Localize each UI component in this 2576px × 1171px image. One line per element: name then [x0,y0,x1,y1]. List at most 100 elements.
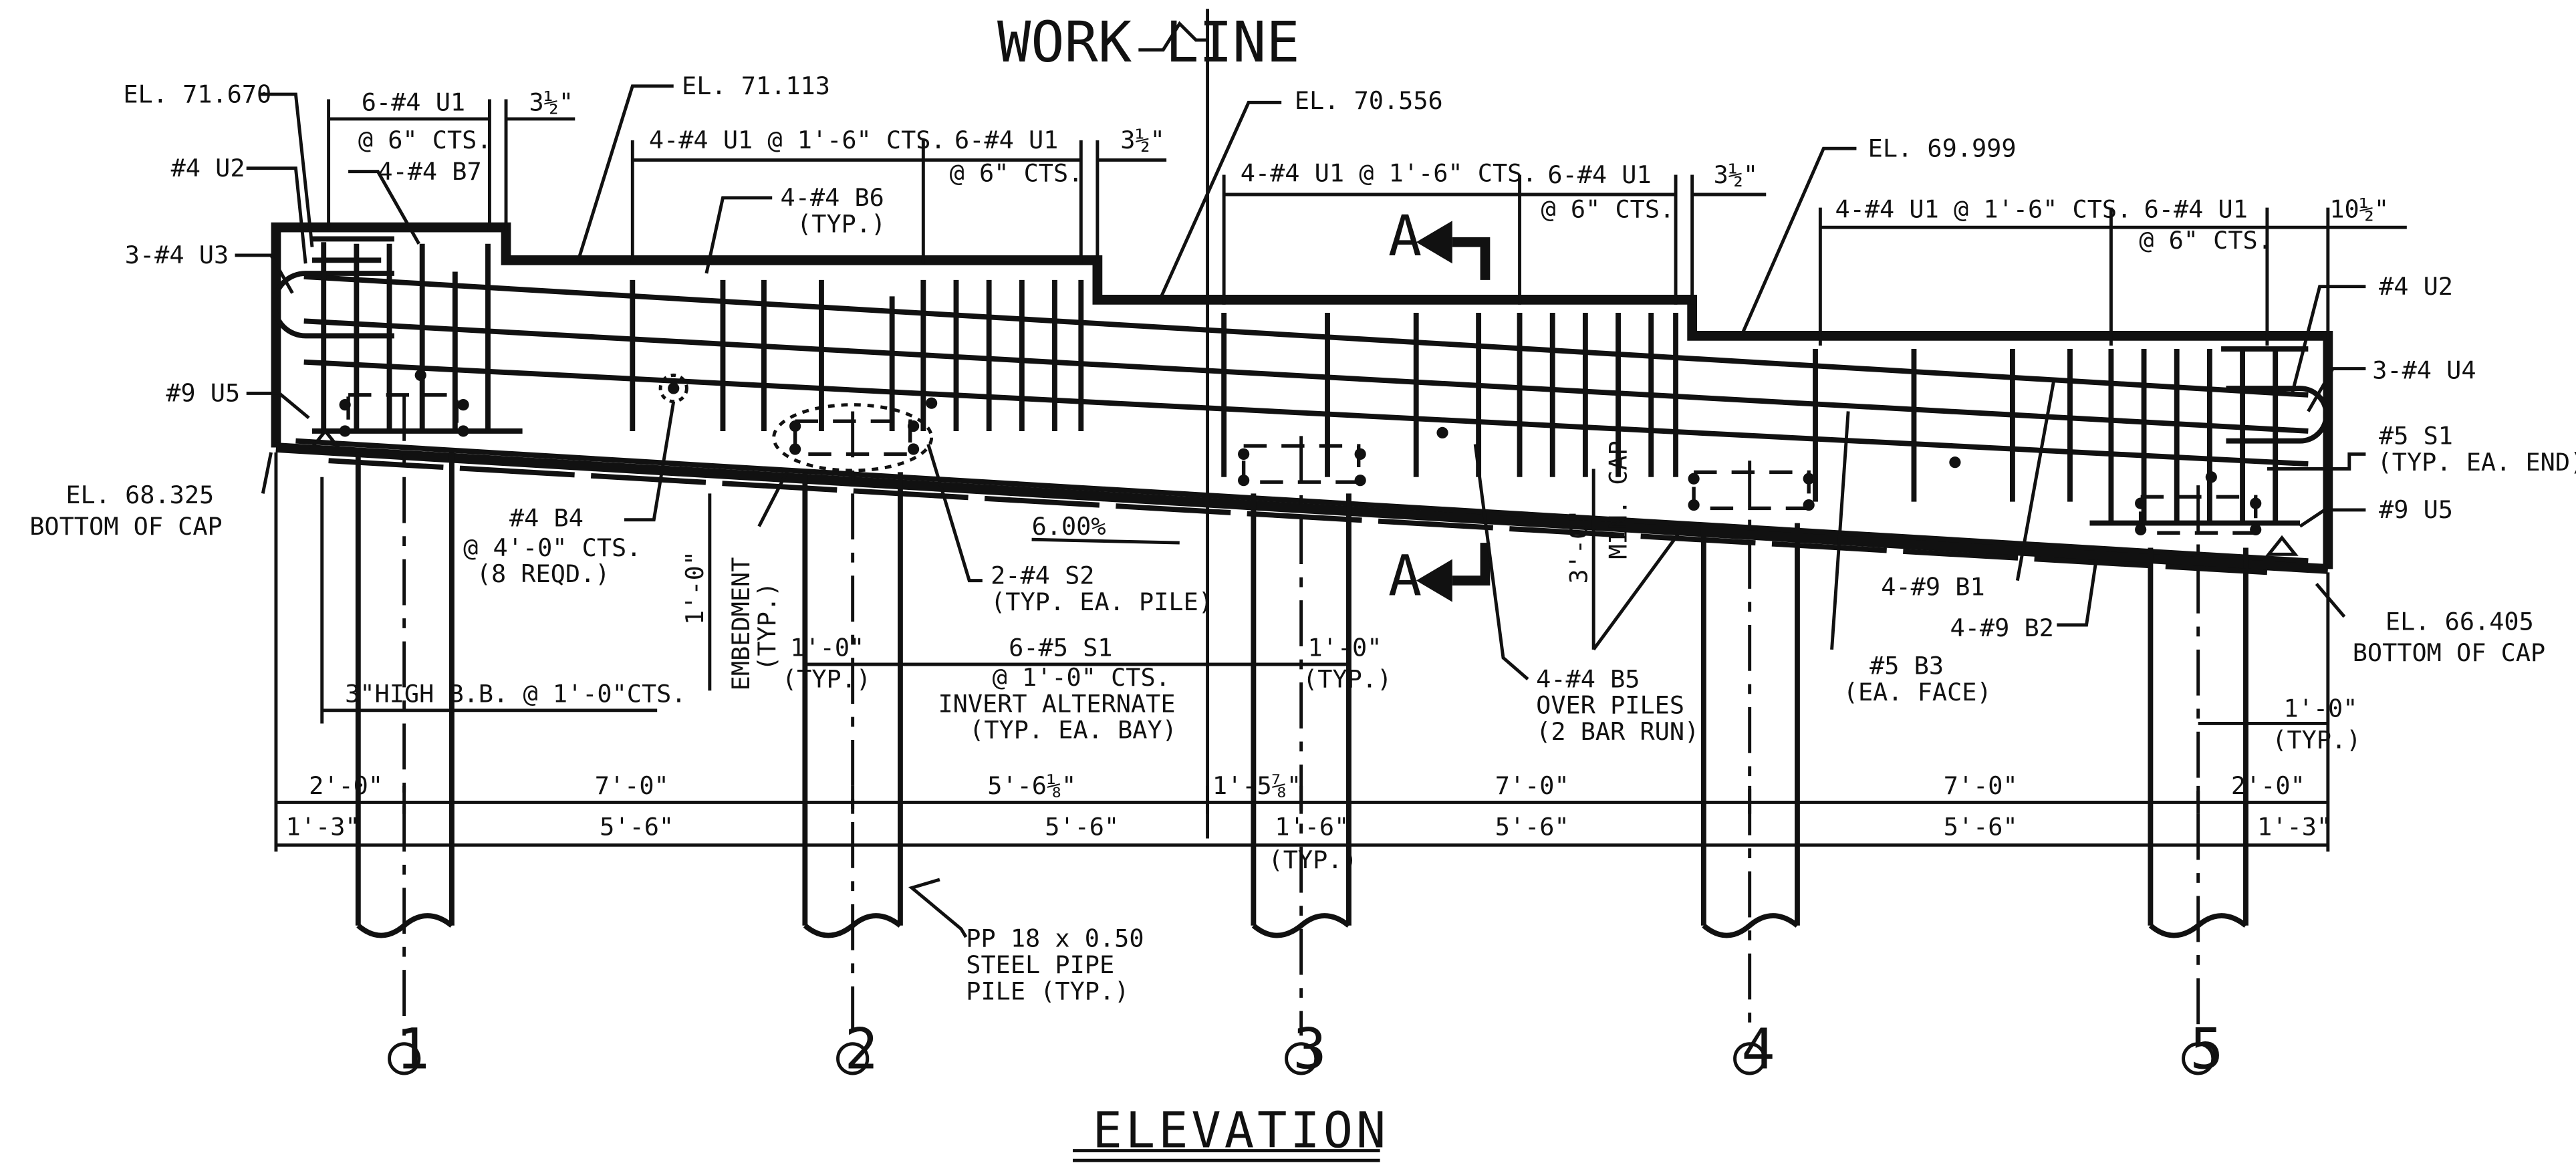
dim-row1-2: 5'-6⅛" [987,771,1076,800]
el-68325: EL. 68.325 [66,481,214,509]
top-dimensions [327,99,2407,346]
label-b7: 4-#4 B7 [378,157,481,186]
dim-row1-3: 1'-5⅞" [1212,771,1301,800]
label-b3a: #5 B3 [1870,652,1944,680]
label-b4a: #4 B4 [509,504,584,533]
label-gap4: 10½" [2329,194,2389,223]
label-typ3a: 1'-0" [2283,694,2357,723]
label-embed3: (TYP.) [753,582,781,671]
label-s1-bay4: (TYP. EA. BAY) [969,716,1177,745]
label-b1: 4-#9 B1 [1881,573,1984,602]
label-s1-bay3: INVERT ALTERNATE [938,689,1175,718]
pile-1 [355,394,455,1036]
label-b5c: (2 BAR RUN) [1536,717,1699,746]
label-u1-3b: @ 6" CTS. [950,158,1083,187]
label-s1-end-a: #5 S1 [2379,422,2453,450]
label-u3: 3-#4 U3 [125,241,229,269]
label-u1-6: 4-#4 U1 @ 1'-6" CTS. [1835,194,2132,223]
dim-row2-1: 5'-6" [600,813,674,841]
label-u1-2: 4-#4 U1 @ 1'-6" CTS. [649,126,946,154]
dim-row2-6: 1'-3" [2257,813,2331,841]
work-line-label: WORK LINE [997,9,1300,75]
dim-row1-0: 2'-0" [309,771,383,800]
bottom-of-cap-right: BOTTOM OF CAP [2353,638,2545,667]
label-u2-left: #4 U2 [171,154,245,182]
label-gap1: 3½" [529,88,573,117]
labels: EL. 71.670 EL. 71.113 EL. 70.556 EL. 69.… [29,72,2576,1160]
dim-row1-6: 2'-0" [2231,771,2305,800]
dim-row1-5: 7'-0" [1944,771,2018,800]
label-bb: 3"HIGH B.B. @ 1'-0"CTS. [345,680,686,708]
pile-5 [2148,485,2248,1036]
label-u1-7a: 6-#4 U1 [2144,194,2248,223]
label-b2: 4-#9 B2 [1950,614,2054,642]
bottom-of-cap-left: BOTTOM OF CAP [29,512,223,541]
label-typ2a: 1'-0" [1307,634,1382,662]
label-b5b: OVER PILES [1536,691,1684,720]
section-mark-top: A [1388,203,1422,269]
pile-2 [802,411,903,1036]
label-b6a: 4-#4 B6 [781,183,884,212]
pile-numbers: 1 2 3 4 5 [388,1017,2224,1082]
label-pile3: PILE (TYP.) [966,977,1129,1005]
label-gap2: 3½" [1120,126,1165,154]
el-69999: EL. 69.999 [1868,134,2017,162]
label-embed2: EMBEDMENT [727,557,755,691]
label-u1-1a: 6-#4 U1 [362,88,465,117]
section-mark-bottom: A [1388,543,1422,609]
pile-3 [1251,436,1351,1036]
label-embed1: 1'-0" [680,551,709,625]
el-71670: EL. 71.670 [123,80,271,108]
label-b4b: @ 4'-0" CTS. [463,533,641,562]
label-mincap1: 3'-0" [1564,510,1593,584]
label-b4c: (8 REQD.) [477,559,610,588]
dim-row2-4: 5'-6" [1495,813,1569,841]
el-71113: EL. 71.113 [682,72,830,100]
dim-row1-4: 7'-0" [1495,771,1569,800]
el-66405: EL. 66.405 [2386,607,2534,636]
reinforcement [271,236,2329,575]
label-typ1b: (TYP.) [782,664,871,693]
piles [355,394,2248,1036]
dim-row2-3: 1'-6" [1275,813,1349,841]
label-b3b: (EA. FACE) [1843,678,1992,706]
section-marks: A A [1388,203,1491,609]
label-pile2: STEEL PIPE [966,950,1114,979]
pile-number-1: 1 [396,1017,429,1082]
label-b6b: (TYP.) [797,210,886,239]
pile-number-4: 4 [1741,1017,1775,1082]
label-u1-4: 4-#4 U1 @ 1'-6" CTS. [1241,158,1537,187]
dim-row2-typ: (TYP.) [1269,845,1358,874]
label-slope: 6.00% [1032,512,1106,541]
leaders [235,84,2366,1162]
label-s2b: (TYP. EA. PILE) [991,588,1213,616]
pile-number-2: 2 [844,1017,878,1082]
label-u1-3a: 6-#4 U1 [954,126,1058,154]
label-pile1: PP 18 x 0.50 [966,924,1144,953]
dim-row2-5: 5'-6" [1944,813,2018,841]
pile-4 [1700,461,1800,1036]
label-gap3: 3½" [1714,160,1759,189]
label-u5-right: #9 U5 [2379,495,2453,524]
el-70556: EL. 70.556 [1295,86,1443,115]
pile-number-5: 5 [2190,1017,2223,1082]
dim-row2-0: 1'-3" [286,813,360,841]
label-u5-left: #9 U5 [166,379,240,408]
label-u1-7b: @ 6" CTS. [2139,226,2273,255]
label-s2a: 2-#4 S2 [991,561,1094,590]
label-s1-bay2: @ 1'-0" CTS. [993,663,1170,692]
dim-row1-1: 7'-0" [595,771,669,800]
label-s1-bay1: 6-#5 S1 [1009,634,1112,662]
label-b5a: 4-#4 B5 [1536,664,1640,693]
label-u4: 3-#4 U4 [2372,356,2476,384]
bottom-dimensions [274,452,2330,852]
label-u2-right: #4 U2 [2379,272,2453,301]
label-u1-1b: @ 6" CTS. [358,126,492,154]
label-s1-end-b: (TYP. EA. END) [2377,448,2576,477]
dim-row2-2: 5'-6" [1045,813,1119,841]
label-typ3b: (TYP.) [2272,725,2361,754]
work-line: WORK LINE [997,9,1300,839]
label-u1-5b: @ 6" CTS. [1541,194,1675,223]
label-typ1a: 1'-0" [790,634,864,662]
